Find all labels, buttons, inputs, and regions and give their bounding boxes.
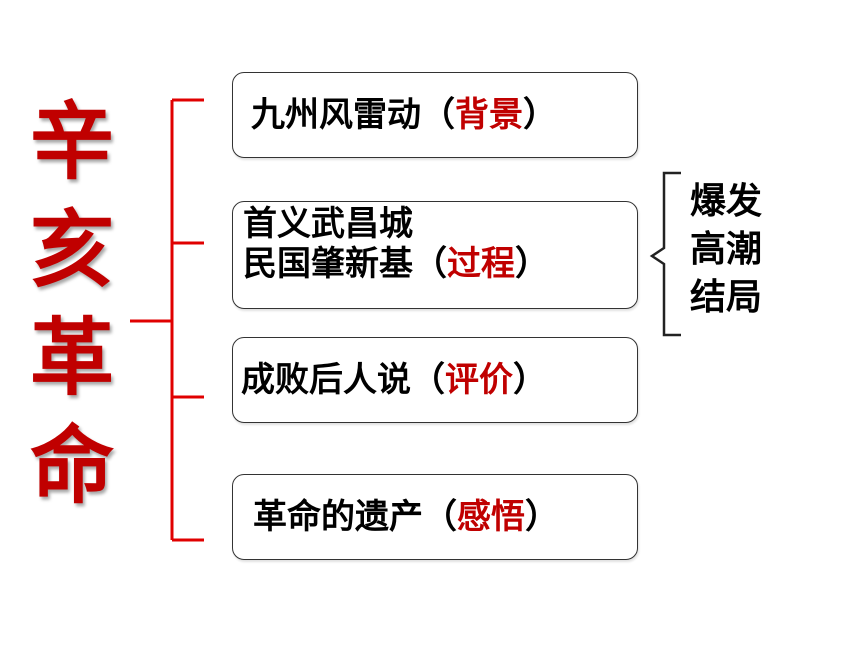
stage-outcome: 结局 bbox=[690, 277, 763, 318]
section-2-text: 民国肇新基（ bbox=[243, 244, 447, 284]
main-title: 辛 亥 革 命 bbox=[22, 88, 122, 520]
section-3-highlight: 评价 bbox=[445, 360, 513, 400]
stage-climax: 高潮 bbox=[690, 229, 763, 270]
section-process-box: 首义武昌城 民国肇新基（过程） bbox=[232, 201, 638, 309]
section-2-label: 首义武昌城 民国肇新基（过程） bbox=[243, 204, 549, 284]
section-evaluation-box: 成败后人说（评价） bbox=[232, 337, 638, 423]
stage-brace bbox=[649, 171, 681, 337]
section-1-highlight: 背景 bbox=[455, 95, 523, 135]
title-char-1: 辛 bbox=[29, 93, 114, 191]
section-3-label: 成败后人说（评价） bbox=[241, 360, 547, 400]
stage-list: 爆发 高潮 结局 bbox=[690, 178, 762, 322]
title-char-4: 命 bbox=[29, 417, 114, 515]
section-1-text: 九州风雷动（ bbox=[251, 95, 455, 135]
title-char-2: 亥 bbox=[29, 201, 114, 299]
section-1-label: 九州风雷动（背景） bbox=[251, 95, 557, 135]
section-4-close: ） bbox=[525, 497, 559, 537]
section-4-label: 革命的遗产（感悟） bbox=[253, 497, 559, 537]
section-2-close: ） bbox=[515, 244, 549, 284]
section-3-text: 成败后人说（ bbox=[241, 360, 445, 400]
section-insight-box: 革命的遗产（感悟） bbox=[232, 474, 638, 560]
stage-outbreak: 爆发 bbox=[690, 181, 763, 222]
section-1-close: ） bbox=[523, 95, 557, 135]
title-char-3: 革 bbox=[29, 309, 114, 407]
section-4-highlight: 感悟 bbox=[457, 497, 525, 537]
section-3-close: ） bbox=[513, 360, 547, 400]
section-4-text: 革命的遗产（ bbox=[253, 497, 457, 537]
section-background-box: 九州风雷动（背景） bbox=[232, 72, 638, 158]
section-2-highlight: 过程 bbox=[447, 244, 515, 284]
section-2-line1: 首义武昌城 bbox=[243, 204, 413, 244]
